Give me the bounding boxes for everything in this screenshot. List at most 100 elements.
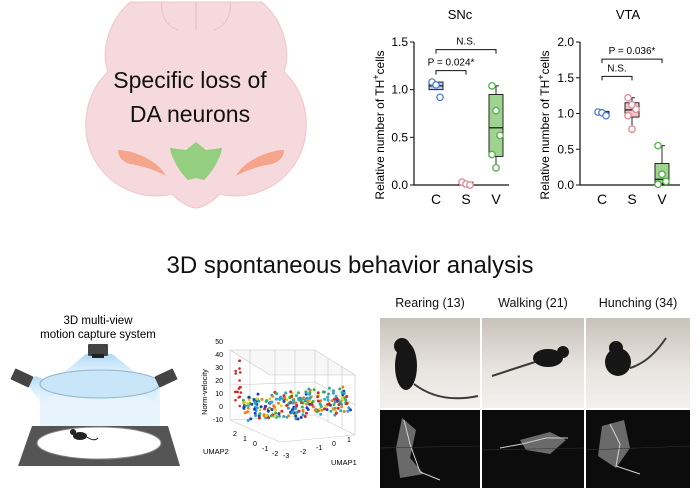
umap-point (296, 417, 300, 421)
x-tick-label: V (657, 191, 667, 207)
data-point (602, 111, 610, 120)
data-point (488, 150, 496, 159)
data-point (654, 141, 662, 150)
umap-point (246, 419, 250, 422)
hunching-photo (586, 318, 690, 408)
umap-point (266, 409, 270, 413)
umap-point (289, 390, 293, 394)
chart-title: SNc (448, 7, 473, 22)
umap-point (297, 409, 301, 413)
umap-point (239, 385, 242, 389)
mouse-icon (70, 429, 99, 441)
umap-point (263, 407, 267, 411)
umap-point (246, 410, 250, 414)
umap-point (275, 397, 278, 401)
umap-point (315, 410, 319, 414)
umap-point (256, 392, 260, 396)
behavior-photo-grid (380, 318, 690, 488)
system-label-line1: 3D multi-view (63, 315, 133, 327)
umap-point (264, 414, 268, 418)
y-tick-label: 2.0 (557, 35, 574, 49)
umap-point (285, 404, 289, 407)
grid-box (228, 349, 357, 443)
x-tick: 0 (332, 441, 336, 448)
umap-point (294, 401, 298, 405)
umap-point (234, 398, 237, 402)
umap-point (336, 406, 340, 410)
umap-point (285, 398, 289, 402)
umap-point (238, 404, 241, 408)
x-tick: 1 (347, 437, 351, 444)
umap-point (332, 397, 336, 401)
umap-point (287, 414, 291, 418)
umap-point (290, 394, 294, 398)
umap-point (338, 387, 342, 391)
umap-point (331, 391, 335, 395)
umap-point (300, 397, 304, 401)
umap-point (246, 401, 250, 405)
box-rect (488, 93, 504, 157)
umap-point (301, 408, 305, 412)
y-tick: -1 (262, 446, 268, 453)
y-tick-label: 1.5 (557, 71, 574, 85)
umap-point (273, 408, 277, 412)
data-point (632, 105, 640, 114)
y-tick-label: 0.0 (391, 178, 408, 192)
camera-right-icon (154, 368, 178, 388)
umap-point (323, 397, 327, 401)
umap-point (308, 400, 312, 404)
umap-point (312, 388, 316, 392)
significance-bracket (435, 70, 467, 75)
system-label-line2: motion capture system (40, 329, 156, 341)
umap-point (267, 416, 271, 420)
umap-point (326, 395, 330, 399)
data-point (628, 125, 636, 134)
umap-point (282, 394, 286, 398)
umap-point (235, 390, 239, 394)
x-axis-label: UMAP1 (331, 458, 357, 467)
umap-point (318, 402, 322, 406)
umap-point (328, 386, 331, 390)
umap-point (252, 398, 256, 402)
y-tick-label: 1.0 (391, 83, 408, 97)
x-tick-label: C (431, 191, 441, 207)
umap-point (316, 391, 320, 395)
z-tick: 50 (215, 339, 223, 346)
umap-point (345, 402, 349, 406)
umap-point (297, 397, 301, 401)
umap-point (271, 394, 275, 398)
umap-point (342, 391, 346, 395)
umap-point (273, 414, 277, 418)
brain-section-illustration (85, 1, 307, 209)
y-tick-label: 1.0 (557, 107, 574, 121)
z-axis-label: Norm-velocity (200, 369, 209, 415)
panel-label-rearing: Rearing (13) (395, 296, 465, 310)
umap-point (346, 409, 350, 413)
umap-point (277, 401, 280, 405)
umap-point (234, 372, 237, 375)
x-tick: -3 (283, 453, 289, 460)
umap-point (260, 397, 264, 401)
umap-point (275, 392, 279, 396)
umap-point (321, 390, 325, 394)
umap-point (237, 396, 240, 399)
brain-fold-left (161, 1, 179, 31)
umap-point (340, 397, 344, 401)
y-tick: 2 (233, 431, 237, 438)
z-tick: 20 (215, 378, 223, 385)
umap-point (284, 391, 288, 395)
y-axis-label: UMAP2 (203, 447, 229, 456)
umap-point (329, 409, 333, 413)
data-point (436, 93, 444, 102)
umap-point (253, 411, 257, 415)
vta-box-chart: VTA Relative number of TH+cells 0.00.51.… (536, 7, 680, 207)
hunching-skeleton-panel (585, 410, 690, 488)
umap-point (320, 408, 324, 412)
y-tick-label: 0.5 (557, 142, 574, 156)
data-point (658, 170, 666, 179)
umap-point (299, 401, 303, 404)
y-tick-label: 1.5 (391, 35, 408, 49)
z-tick: 30 (215, 365, 223, 372)
brain-fold-right (213, 1, 231, 31)
walking-photo (482, 318, 584, 408)
